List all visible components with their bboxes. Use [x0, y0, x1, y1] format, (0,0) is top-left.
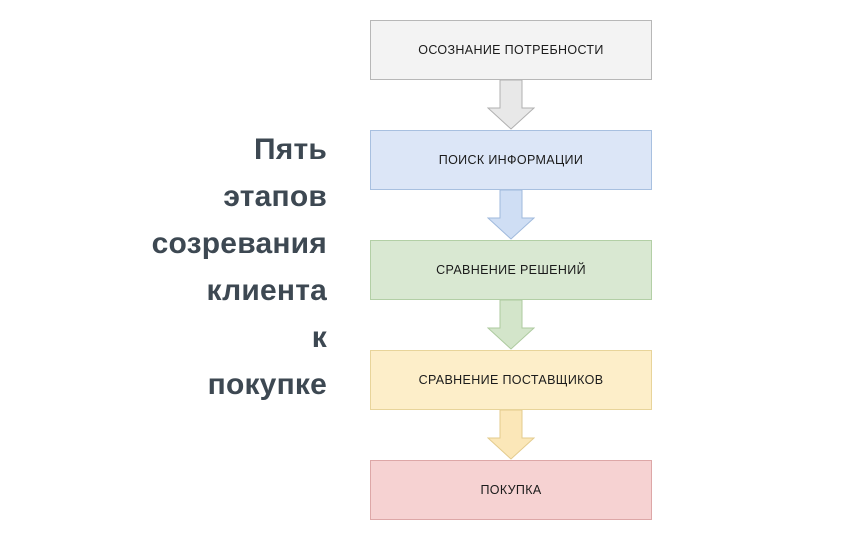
process-node-purchase[interactable]: ПОКУПКА — [370, 460, 652, 520]
process-node-need-awareness[interactable]: ОСОЗНАНИЕ ПОТРЕБНОСТИ — [370, 20, 652, 80]
process-node-label: ПОКУПКА — [480, 483, 542, 497]
process-flow: ОСОЗНАНИЕ ПОТРЕБНОСТИ ПОИСК ИНФОРМАЦИИ С… — [370, 20, 652, 520]
down-arrow-icon — [487, 190, 535, 240]
page-title: Пять этапов созревания клиента к покупке — [151, 133, 327, 401]
process-node-information-search[interactable]: ПОИСК ИНФОРМАЦИИ — [370, 130, 652, 190]
arrow-connector-1 — [487, 80, 535, 130]
process-node-label: ПОИСК ИНФОРМАЦИИ — [438, 153, 584, 167]
down-arrow-icon — [487, 410, 535, 460]
arrow-connector-3 — [487, 300, 535, 350]
process-node-label: СРАВНЕНИЕ РЕШЕНИЙ — [436, 263, 586, 277]
arrow-connector-2 — [487, 190, 535, 240]
process-node-label: ОСОЗНАНИЕ ПОТРЕБНОСТИ — [418, 43, 604, 57]
process-node-label: СРАВНЕНИЕ ПОСТАВЩИКОВ — [418, 373, 604, 387]
process-node-vendor-comparison[interactable]: СРАВНЕНИЕ ПОСТАВЩИКОВ — [370, 350, 652, 410]
arrow-connector-4 — [487, 410, 535, 460]
down-arrow-icon — [487, 300, 535, 350]
down-arrow-icon — [487, 80, 535, 130]
process-node-solution-comparison[interactable]: СРАВНЕНИЕ РЕШЕНИЙ — [370, 240, 652, 300]
